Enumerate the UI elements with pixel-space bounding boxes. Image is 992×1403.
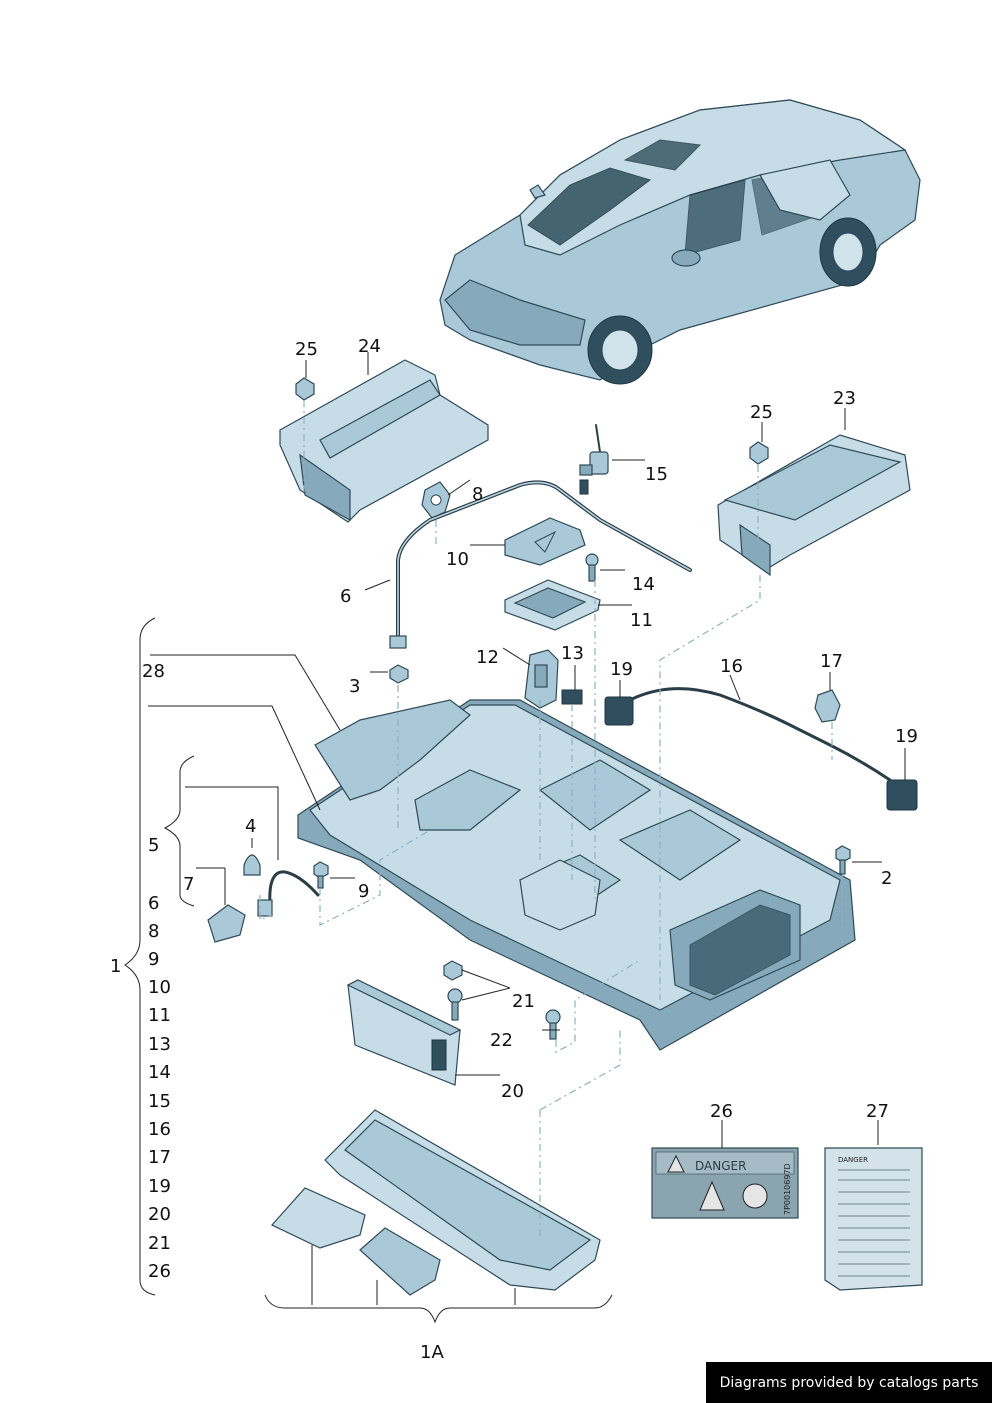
callout-16: 16 xyxy=(720,656,743,677)
sensor-15 xyxy=(579,424,609,495)
callout-15: 15 xyxy=(645,464,668,485)
callout-6: 6 xyxy=(340,586,351,607)
assembly-dash-lines xyxy=(259,400,843,1240)
connector-13 xyxy=(561,689,583,705)
underbody-panels-1a xyxy=(271,1109,601,1296)
brace-group-1 xyxy=(124,617,156,1296)
callout-11: 11 xyxy=(630,610,653,631)
cover-23 xyxy=(717,434,911,577)
callout-13: 13 xyxy=(561,643,584,664)
battery-tray xyxy=(297,699,856,1051)
callout-3: 3 xyxy=(349,676,360,697)
credit-banner: Diagrams provided by catalogs parts xyxy=(706,1362,992,1403)
callout-12: 12 xyxy=(476,647,499,668)
callout-7: 7 xyxy=(183,874,194,895)
car-illustration xyxy=(439,99,921,385)
bracket-11 xyxy=(504,579,601,631)
leader-lines xyxy=(148,352,906,1305)
callout-19-left: 19 xyxy=(610,659,633,680)
label-27-heading: DANGER xyxy=(838,1156,868,1164)
battery-recycle-icon xyxy=(742,1183,768,1209)
group-1-item: 14 xyxy=(148,1062,171,1083)
callout-23: 23 xyxy=(833,388,856,409)
callout-28: 28 xyxy=(142,661,165,682)
holder-12 xyxy=(524,649,559,709)
clip-8 xyxy=(421,481,451,519)
callout-5: 5 xyxy=(148,835,159,856)
screw-14 xyxy=(585,553,599,582)
callout-19-right: 19 xyxy=(895,726,918,747)
group-1-item: 26 xyxy=(148,1261,171,1282)
group-1-item: 20 xyxy=(148,1204,171,1225)
group-1-item: 13 xyxy=(148,1034,171,1055)
group-1-part-list: 6 8 9 10 11 13 14 15 16 17 19 20 21 26 xyxy=(148,893,171,1282)
callout-1a: 1A xyxy=(420,1342,444,1363)
callout-17: 17 xyxy=(820,651,843,672)
callout-21: 21 xyxy=(512,991,535,1012)
group-1-item: 21 xyxy=(148,1233,171,1254)
pipe-6 xyxy=(389,480,692,649)
cable-16 xyxy=(604,687,918,811)
cover-24 xyxy=(279,359,489,523)
brace-group-1a xyxy=(264,1294,613,1324)
group-1-item: 8 xyxy=(148,921,159,942)
bolt-21 xyxy=(447,988,463,1021)
cap-4 xyxy=(243,854,261,876)
nut-21 xyxy=(443,960,463,981)
group-1-item: 19 xyxy=(148,1176,171,1197)
nut-25-left xyxy=(295,377,315,401)
nut-3 xyxy=(389,664,409,684)
callout-2: 2 xyxy=(881,868,892,889)
label-26-part-number: 7P0010697D xyxy=(783,1163,792,1215)
clip-17 xyxy=(814,689,841,723)
ground-cable-5 xyxy=(257,870,320,917)
callout-27: 27 xyxy=(866,1101,889,1122)
clamp-7 xyxy=(207,904,246,943)
callout-9: 9 xyxy=(358,881,369,902)
group-1-item: 9 xyxy=(148,949,159,970)
cover-10 xyxy=(504,517,586,566)
control-unit-20 xyxy=(346,979,462,1086)
callout-8: 8 xyxy=(472,484,483,505)
callout-numbers: 25 24 25 23 15 8 10 14 6 11 12 13 19 16 … xyxy=(110,336,918,1363)
group-1-item: 17 xyxy=(148,1147,171,1168)
group-1-item: 15 xyxy=(148,1091,171,1112)
callout-25-right: 25 xyxy=(750,402,773,423)
callout-24: 24 xyxy=(358,336,381,357)
callout-4: 4 xyxy=(245,816,256,837)
group-1-item: 10 xyxy=(148,977,171,998)
nut-25-right xyxy=(749,441,769,465)
bolt-22 xyxy=(545,1009,561,1040)
callout-25-left: 25 xyxy=(295,339,318,360)
label-26-heading: DANGER xyxy=(695,1159,746,1173)
callout-22: 22 xyxy=(490,1030,513,1051)
warning-triangle-icon xyxy=(667,1154,685,1173)
group-1-item: 6 xyxy=(148,893,159,914)
warning-label-27: DANGER xyxy=(824,1147,923,1291)
group-1-item: 16 xyxy=(148,1119,171,1140)
callout-20: 20 xyxy=(501,1081,524,1102)
callout-26: 26 xyxy=(710,1101,733,1122)
callout-1: 1 xyxy=(110,956,121,977)
bolt-9 xyxy=(313,861,329,889)
warning-label-26: DANGER 7P0010697D xyxy=(651,1147,799,1219)
bolt-2 xyxy=(835,845,851,875)
electric-shock-icon xyxy=(699,1180,725,1211)
brace-group-5 xyxy=(163,755,195,907)
callout-10: 10 xyxy=(446,549,469,570)
callout-14: 14 xyxy=(632,574,655,595)
group-1-item: 11 xyxy=(148,1005,171,1026)
